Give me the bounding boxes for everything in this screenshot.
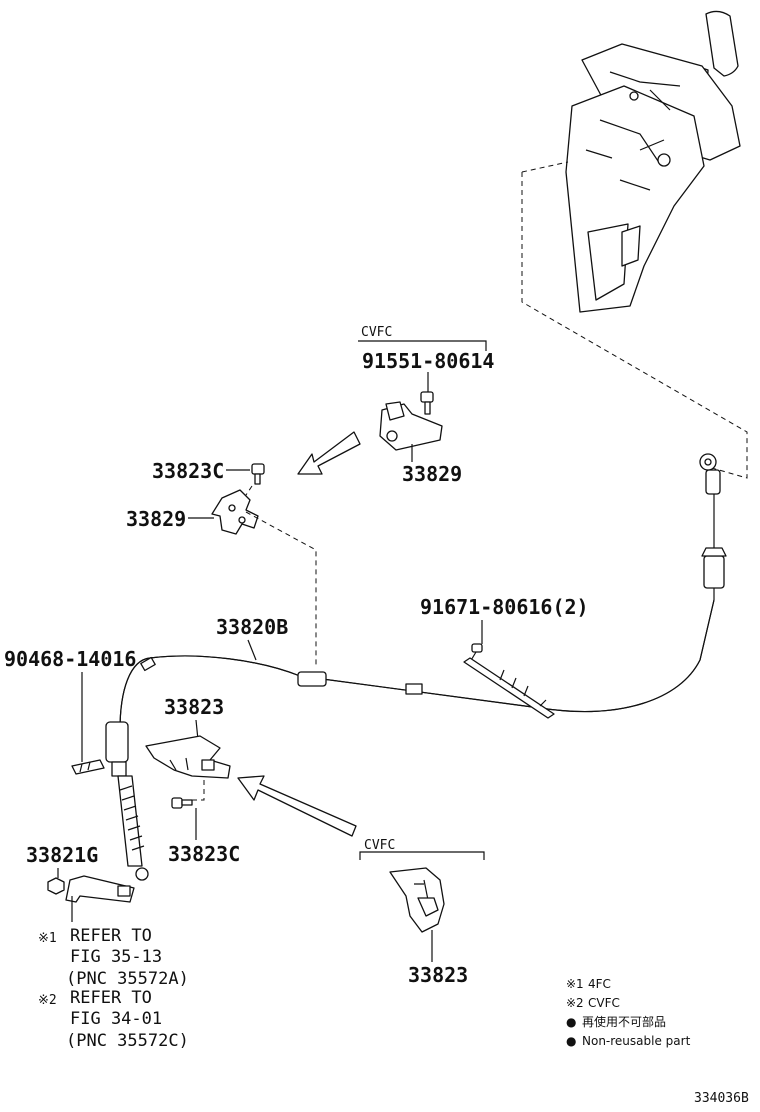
cable-end-bracket (65, 875, 135, 903)
legend-text-4: Non-reusable part (582, 1034, 691, 1048)
legend: ※1 4FC ※2 CVFC ● 再使用不可部品 ● Non-reusable … (566, 977, 691, 1048)
cvfc-label-bottom: CVFC (364, 838, 395, 853)
ref-mark-1: ※1 (38, 931, 57, 946)
part-number-33823-bottom: 33823 (408, 963, 468, 987)
ref-2-line-2: FIG 34-01 (70, 1009, 162, 1029)
bolt-91551-80614 (420, 391, 434, 415)
part-number-91671-80616: 91671-80616(2) (420, 595, 589, 619)
ref-1-line-3: (PNC 35572A) (66, 969, 189, 989)
part-number-33821G: 33821G (26, 843, 98, 867)
shift-lever-assembly (565, 10, 741, 313)
ref-1-line-2: FIG 35-13 (70, 947, 162, 967)
legend-text-1: 4FC (588, 977, 611, 991)
part-number-33823C-lower: 33823C (168, 842, 240, 866)
part-number-33820B: 33820B (216, 615, 288, 639)
drawing-number: 334036B (694, 1091, 749, 1106)
legend-text-2: CVFC (588, 996, 620, 1010)
retainer-33823 (145, 735, 231, 779)
ref-2-line-3: (PNC 35572C) (66, 1031, 189, 1051)
ref-mark-2: ※2 (38, 993, 57, 1008)
retainer-33823-bottom (389, 867, 445, 933)
part-number-90468-14016: 90468-14016 (4, 647, 136, 671)
bracket-33829-top (379, 401, 443, 451)
washer-90468-14016 (71, 759, 105, 775)
cvfc-bracket-line-bottom (359, 851, 485, 860)
leader-33820B (247, 639, 257, 661)
part-number-33829-top: 33829 (402, 462, 462, 486)
legend-mark-1: ※1 (566, 977, 584, 991)
legend-mark-4: ● (566, 1034, 576, 1048)
legend-text-3: 再使用不可部品 (582, 1014, 666, 1029)
part-number-91551-80614: 91551-80614 (362, 349, 494, 373)
reference-note-2: ※2 REFER TO FIG 34-01 (PNC 35572C) (38, 988, 189, 1051)
bolt-33823C-upper (251, 463, 265, 485)
part-number-33823C-upper: 33823C (152, 459, 224, 483)
part-number-33829-left: 33829 (126, 507, 186, 531)
cable-clamp-bracket (463, 657, 555, 719)
ref-1-line-1: REFER TO (70, 926, 152, 946)
bolt-91671-80616 (469, 643, 483, 663)
arrow-upper (297, 431, 361, 475)
cvfc-bracket-line-top (358, 340, 487, 351)
part-number-33823: 33823 (164, 695, 224, 719)
shift-cable-33820B (105, 453, 727, 881)
bracket-33829-left (211, 489, 259, 535)
arrow-lower (237, 775, 357, 837)
nut-33821G (47, 877, 65, 895)
bolt-33823C-lower (171, 797, 193, 809)
legend-mark-3: ● (566, 1015, 576, 1029)
cvfc-label-top: CVFC (361, 325, 392, 340)
legend-mark-2: ※2 (566, 996, 584, 1010)
reference-note-1: ※1 REFER TO FIG 35-13 (PNC 35572A) (38, 926, 189, 989)
ref-2-line-1: REFER TO (70, 988, 152, 1008)
